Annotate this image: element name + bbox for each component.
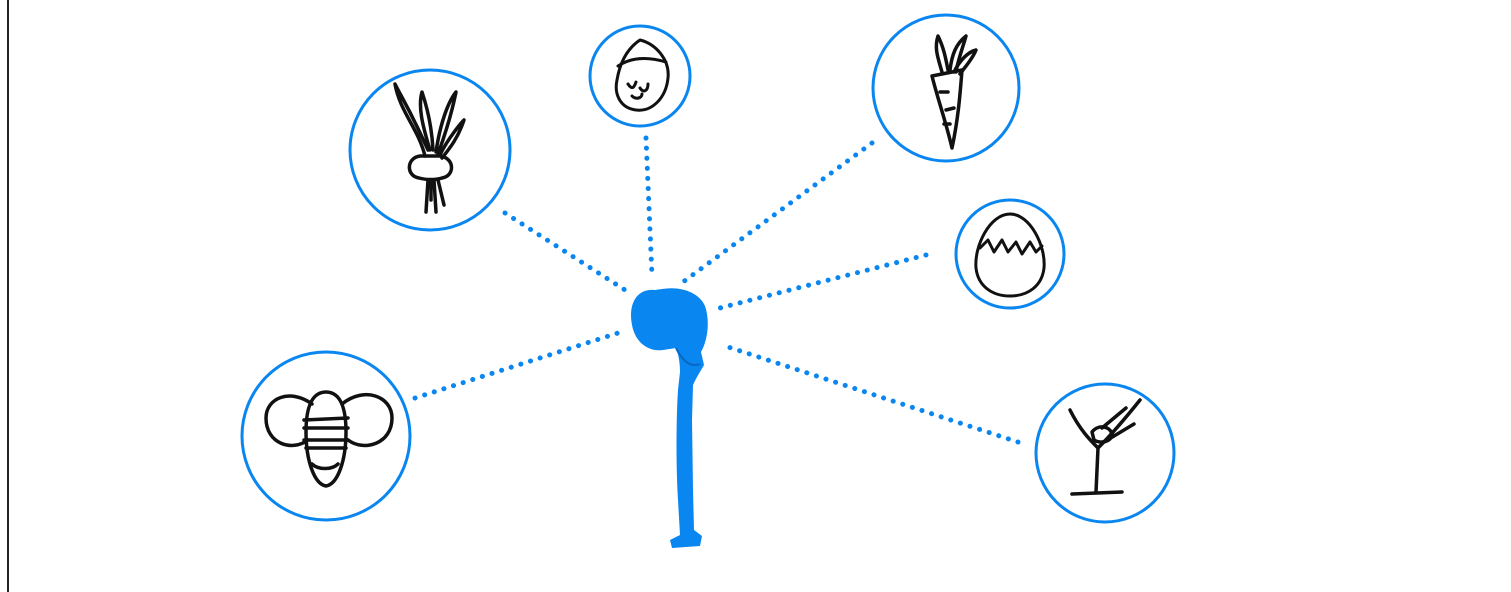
- connector-hazelnut: [646, 138, 652, 276]
- node-bee: [242, 352, 410, 520]
- node-cocktail: [1036, 384, 1174, 522]
- connector-cocktail: [722, 345, 1018, 442]
- connector-egg: [712, 255, 926, 310]
- connector-beetroot: [505, 213, 625, 290]
- connector-bee: [415, 333, 618, 398]
- connector-carrot: [683, 143, 872, 282]
- node-beetroot: [350, 70, 510, 230]
- node-carrot: [873, 15, 1019, 161]
- person-head-down-icon: [631, 288, 708, 548]
- node-egg: [956, 200, 1064, 308]
- connectors: [415, 138, 1018, 442]
- node-hazelnut: [590, 26, 690, 126]
